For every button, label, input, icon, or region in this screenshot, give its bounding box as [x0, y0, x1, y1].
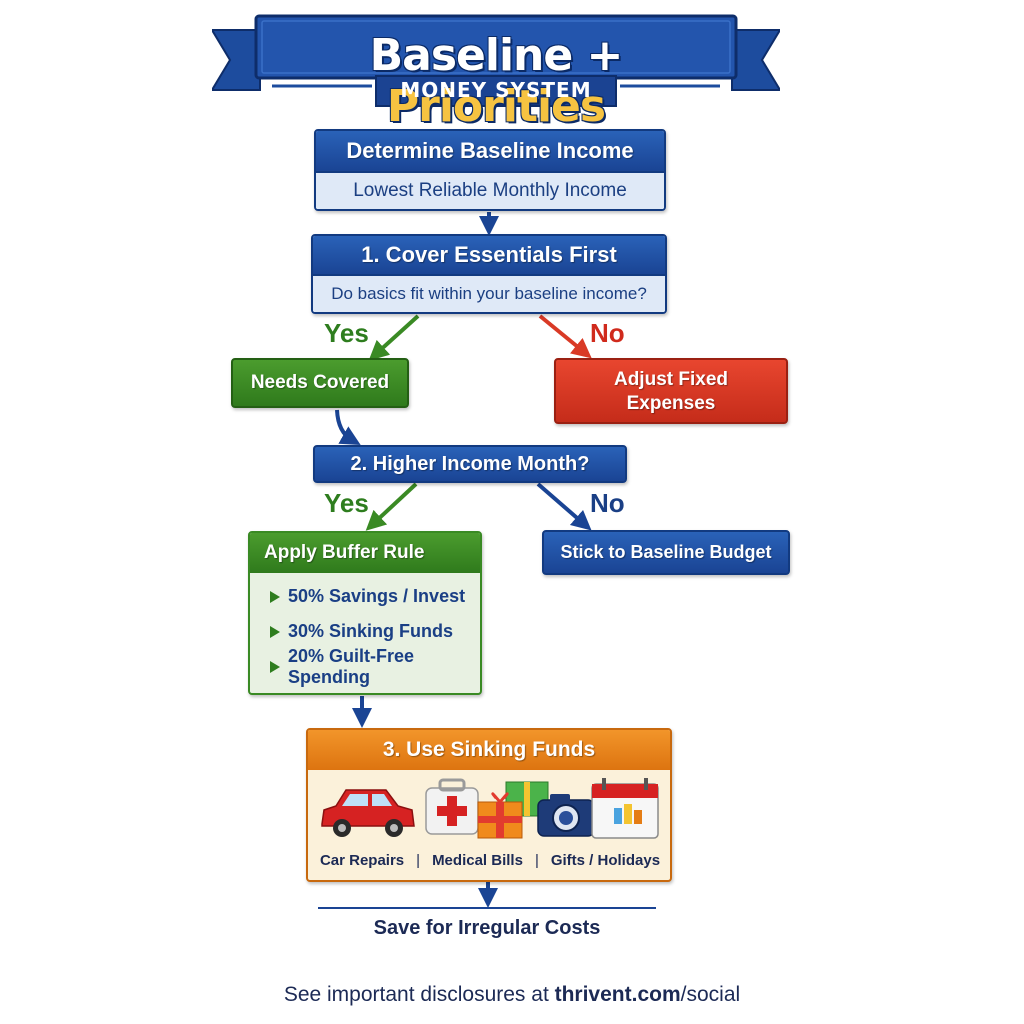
gift-box-icon — [477, 781, 549, 839]
footer-path[interactable]: /social — [680, 983, 741, 1006]
step2-no-label: No — [590, 488, 625, 518]
stick-to-baseline-box: Stick to Baseline Budget — [542, 530, 790, 575]
step1-no-label: No — [590, 318, 625, 348]
baseline-income-title: Determine Baseline Income — [316, 131, 664, 171]
buffer-rule-title: Apply Buffer Rule — [250, 533, 480, 573]
adjust-fixed-expenses-box: Adjust Fixed Expenses — [554, 358, 788, 424]
baseline-income-subtitle: Lowest Reliable Monthly Income — [316, 171, 664, 209]
car-icon — [321, 789, 415, 837]
step1-box: 1. Cover Essentials First Do basics fit … — [311, 234, 667, 314]
arrow-step1-no — [538, 314, 592, 359]
arrow-needs-to-step2 — [335, 409, 361, 445]
buffer-item-label: 20% Guilt-Free Spending — [288, 645, 415, 687]
step1-title: 1. Cover Essentials First — [313, 236, 665, 274]
step2-yes-label: Yes — [324, 488, 369, 518]
banner-subtitle: MONEY SYSTEM — [400, 78, 592, 102]
camera-icon — [537, 794, 595, 837]
baseline-income-box: Determine Baseline Income Lowest Reliabl… — [314, 129, 666, 211]
buffer-item-label: 30% Sinking Funds — [288, 621, 454, 641]
banner-title: Baseline + Priorities — [262, 30, 730, 132]
buffer-item: 20% Guilt-Free Spending — [250, 646, 480, 687]
sinking-funds-labels: Car Repairs | Medical Bills | Gifts / Holida… — [308, 852, 670, 869]
adjust-fixed-line1: Adjust Fixed — [613, 369, 728, 390]
sinking-funds-title: 3. Use Sinking Funds — [308, 730, 670, 770]
banner-title-part2: Priorities — [386, 81, 606, 132]
fund-label-car-repairs: Car Repairs — [319, 852, 405, 869]
bullet-triangle-icon — [270, 625, 280, 638]
disclosure-footer: See important disclosures at thrivent.co… — [150, 983, 874, 1007]
arrow-step2-yes — [365, 482, 418, 531]
adjust-fixed-expenses-label: Adjust Fixed Expenses — [556, 360, 786, 416]
buffer-rule-list: 50% Savings / Invest 30% Sinking Funds 2… — [250, 573, 480, 687]
buffer-item: 30% Sinking Funds — [250, 614, 480, 649]
step1-question: Do basics fit within your baseline incom… — [313, 274, 665, 312]
step2-title: 2. Higher Income Month? — [350, 453, 590, 475]
banner-title-part1: Baseline + — [369, 30, 624, 81]
banner-ribbon-shape — [212, 14, 780, 107]
arrow-step1-yes — [368, 314, 420, 361]
buffer-item-label: 50% Savings / Invest — [288, 586, 466, 606]
first-aid-kit-icon — [425, 778, 479, 835]
adjust-fixed-line2: Expenses — [626, 393, 716, 414]
outcome-label: Save for Irregular Costs — [373, 917, 601, 939]
fund-label-medical-bills: Medical Bills — [432, 852, 523, 869]
bullet-triangle-icon — [270, 660, 280, 673]
fund-separator: | — [534, 852, 539, 869]
calendar-icon — [591, 778, 659, 839]
footer-domain-link[interactable]: thrivent.com — [554, 983, 681, 1006]
step1-yes-label: Yes — [324, 318, 369, 348]
buffer-rule-box: Apply Buffer Rule 50% Savings / Invest 3… — [248, 531, 482, 695]
title-banner: Baseline + Priorities MONEY SYSTEM — [212, 12, 780, 132]
needs-covered-box: Needs Covered — [231, 358, 409, 408]
stick-to-baseline-label: Stick to Baseline Budget — [560, 542, 772, 562]
footer-prefix: See important disclosures at — [283, 983, 555, 1006]
bullet-triangle-icon — [270, 590, 280, 603]
needs-covered-label: Needs Covered — [250, 372, 390, 393]
fund-label-gifts-holidays: Gifts / Holidays — [550, 852, 661, 869]
step2-box: 2. Higher Income Month? — [313, 445, 627, 483]
buffer-item: 50% Savings / Invest — [250, 579, 480, 614]
sinking-funds-illustration — [321, 778, 659, 839]
sinking-funds-box: 3. Use Sinking Funds — [306, 728, 672, 882]
fund-separator: | — [416, 852, 421, 869]
arrow-step2-no — [536, 482, 592, 531]
